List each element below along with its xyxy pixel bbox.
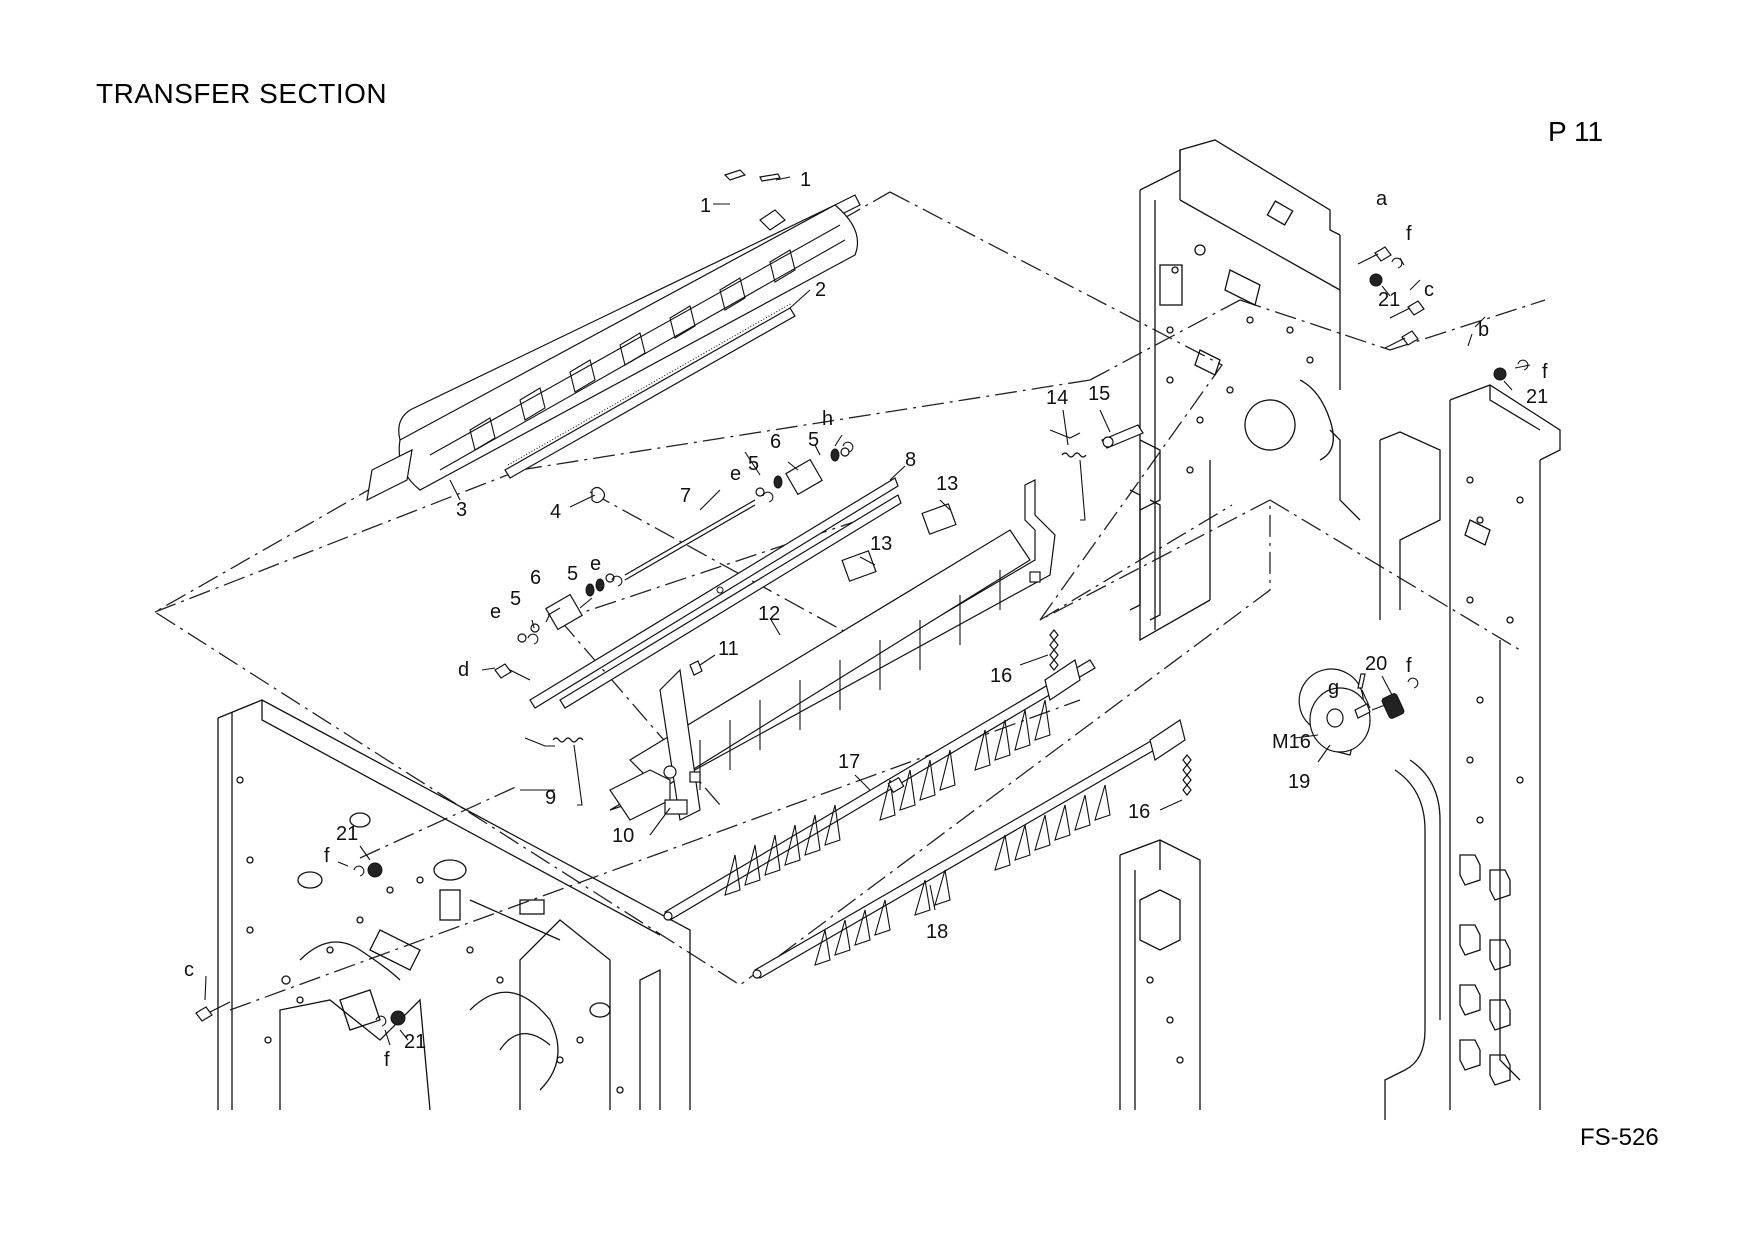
motor-part-19 [1298,668,1371,756]
callout-f: f [384,1049,390,1071]
callout-13: 13 [870,533,892,555]
callout-15: 15 [1088,383,1110,405]
model-code: FS-526 [1580,1124,1659,1151]
callout-18: 18 [926,921,948,943]
center-bracket-frame [1119,439,1201,1110]
callout-a: a [1376,188,1388,210]
callout-m16: M16 [1272,731,1311,753]
left-side-frame [217,699,691,1111]
assembly-outline [153,191,1546,1011]
paddle-shaft-part-18 [752,719,1186,979]
callout-2: 2 [815,279,826,301]
hardware-set [195,246,1529,1027]
callout-6: 6 [770,431,781,453]
callout-19: 19 [1288,771,1310,793]
callout-5: 5 [510,588,521,610]
label-part-13b [841,550,877,582]
callout-21: 21 [1526,386,1548,408]
callout-7: 7 [680,485,691,507]
callout-c: c [1424,279,1434,301]
callout-5: 5 [567,563,578,585]
callout-1: 1 [800,169,811,191]
callout-labels: 1 1 2 3 4 5 5 5 5 6 6 7 8 9 10 11 12 13 … [184,169,1548,1071]
label-part-10 [664,799,688,815]
callout-e: e [590,553,601,575]
callout-3: 3 [456,499,467,521]
paddle-shaft-part-17 [663,659,1096,921]
spring-part-4 [591,486,606,504]
callout-12: 12 [758,603,780,625]
callout-e: e [730,463,741,485]
callout-c: c [184,959,194,981]
upper-guide-part-3 [366,169,861,502]
callout-b: b [1478,319,1489,341]
shaft-assembly-part-7 [517,447,850,643]
tray-brackets [1459,854,1511,1086]
callout-21: 21 [336,823,358,845]
callout-f: f [1406,655,1412,677]
clip-1b [759,173,781,182]
callout-16: 16 [990,665,1012,687]
callout-6: 6 [530,567,541,589]
callout-e: e [490,601,501,623]
callout-14: 14 [1046,387,1068,409]
gear-part-20 [1371,693,1405,719]
far-right-frame [1329,384,1561,1120]
spring-part-11 [689,660,703,676]
pin-part-15 [1101,424,1144,449]
callout-8: 8 [905,449,916,471]
callout-20: 20 [1365,653,1387,675]
callout-g: g [1328,677,1339,699]
right-rear-frame [1139,139,1341,642]
callout-5: 5 [808,429,819,451]
callout-leaders [204,176,1531,1046]
page-number: P 11 [1548,116,1604,147]
callout-f: f [324,845,330,867]
spring-part-16b [1182,754,1192,796]
clip-1a [723,169,747,181]
callout-21: 21 [1378,289,1400,311]
pin-part-g [1357,673,1366,689]
spring-part-9 [524,737,584,806]
callout-f: f [1542,361,1548,383]
callout-21: 21 [404,1031,426,1053]
callout-11: 11 [718,638,739,660]
callout-13: 13 [936,473,958,495]
label-part-13a [921,503,957,535]
callout-d: d [458,659,469,681]
callout-h: h [822,408,833,430]
callout-f: f [1406,223,1412,245]
callout-10: 10 [612,825,634,847]
spring-part-14 [1049,429,1087,521]
callout-9: 9 [545,787,556,809]
callout-16: 16 [1128,801,1150,823]
callout-5: 5 [748,453,759,475]
spring-part-16a [1049,629,1059,671]
callout-4: 4 [550,501,561,523]
callout-17: 17 [838,751,860,773]
callout-1: 1 [700,195,711,217]
page-title: TRANSFER SECTION [96,78,388,109]
lower-guide-part-12 [609,479,1056,821]
brush-part-2 [504,302,796,479]
rod-part-8 [529,477,902,709]
